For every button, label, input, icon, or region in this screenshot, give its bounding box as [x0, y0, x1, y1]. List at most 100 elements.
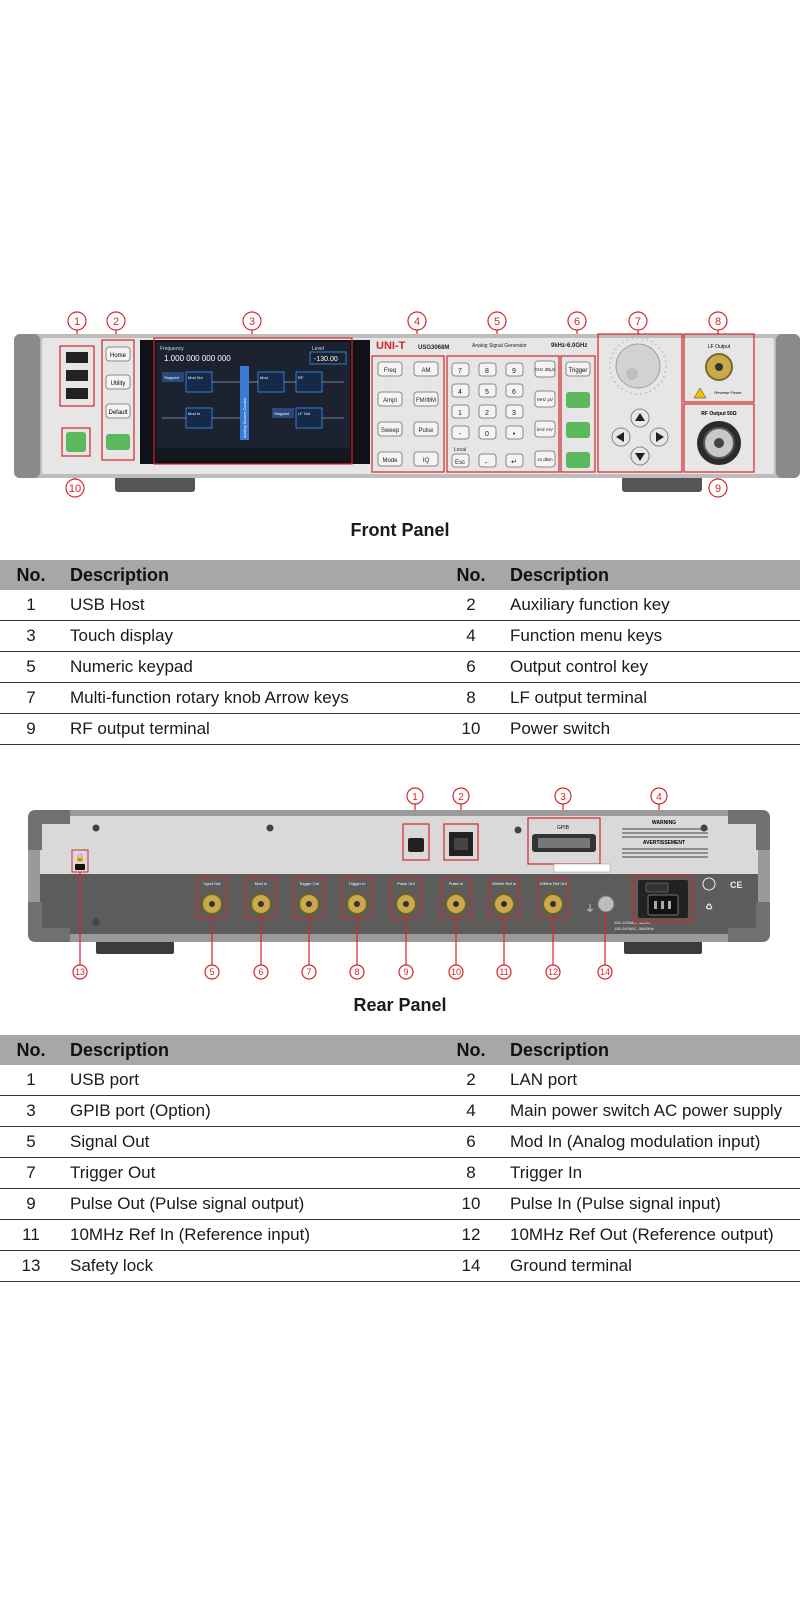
backspace-key[interactable]	[478, 453, 497, 468]
rear-upper-plate	[40, 816, 758, 874]
table-header-row: No. Description No. Description	[0, 560, 800, 590]
cell-description: Touch display	[62, 620, 440, 652]
screen-vertical-bar	[240, 366, 249, 440]
trigger-key[interactable]	[565, 361, 591, 377]
key-minus[interactable]	[451, 425, 470, 440]
unit-key-khz[interactable]	[534, 420, 556, 438]
rear-callout-5: 5	[209, 967, 214, 977]
arrow-up-icon	[635, 413, 645, 421]
front-left-handle	[14, 334, 40, 478]
warning-title: WARNING	[652, 820, 676, 826]
ac-socket-pins	[654, 901, 671, 909]
main-power-switch[interactable]	[645, 882, 669, 893]
key-7[interactable]	[451, 362, 470, 377]
rear-usb-port[interactable]	[408, 838, 424, 852]
output-green-key-1[interactable]	[566, 392, 590, 408]
fm-key[interactable]	[413, 391, 439, 407]
rear-callout-4: 4	[656, 792, 662, 803]
freq-key[interactable]	[377, 361, 403, 377]
key-dot[interactable]	[505, 425, 524, 440]
gpib-label: GPIB	[557, 825, 570, 831]
rf-output-label: RF Output 50Ω	[701, 411, 736, 417]
usb-port-2[interactable]	[66, 370, 88, 381]
usb-port-3[interactable]	[66, 388, 88, 399]
enter-key[interactable]	[505, 453, 524, 468]
iq-key[interactable]	[413, 451, 439, 467]
function-keys-outline	[371, 355, 445, 473]
table-row: 5 Numeric keypad 6 Output control key	[0, 651, 800, 683]
screen-block-label-4: RF	[298, 375, 304, 380]
output-green-key-2[interactable]	[566, 422, 590, 438]
callout-5: 5	[494, 316, 500, 328]
am-key[interactable]	[413, 361, 439, 377]
cell-description: Auxiliary function key	[502, 590, 800, 621]
cell-no: 6	[440, 1126, 502, 1158]
rear-corner-bl	[28, 902, 70, 942]
header-no: No.	[440, 1035, 502, 1065]
cell-no: 9	[0, 713, 62, 745]
key-0[interactable]	[478, 425, 497, 440]
svg-text:2: 2	[485, 410, 489, 417]
front-right-handle	[776, 334, 800, 478]
pulse-key-label: Pulse	[418, 428, 434, 434]
cell-description: Multi-function rotary knob Arrow keys	[62, 682, 440, 714]
key-8[interactable]	[478, 362, 497, 377]
power-switch-outline	[61, 427, 91, 457]
callout-3: 3	[249, 316, 255, 328]
cell-no: 10	[440, 713, 502, 745]
warning-icon	[693, 387, 707, 399]
cell-description: Mod In (Analog modulation input)	[502, 1126, 800, 1158]
utility-key[interactable]	[105, 374, 131, 390]
safety-lock-slot[interactable]	[75, 864, 85, 870]
pulse-key[interactable]	[413, 421, 439, 437]
cell-no: 8	[440, 1157, 502, 1189]
ampl-key[interactable]	[377, 391, 403, 407]
aux-green-key[interactable]	[106, 434, 130, 450]
key-1[interactable]	[451, 404, 470, 419]
cell-description: RF output terminal	[62, 713, 440, 745]
cell-description: Main power switch AC power supply	[502, 1095, 800, 1127]
rear-callout-7: 7	[306, 967, 311, 977]
output-green-key-3[interactable]	[566, 452, 590, 468]
svg-text:MHz μV: MHz μV	[537, 397, 553, 402]
esc-key[interactable]	[451, 453, 470, 468]
key-4[interactable]	[451, 383, 470, 398]
unit-keys: GHz dBμV MHz μV kHz mV x1 dBm	[534, 360, 556, 468]
connector-label: 10MHz Ref In	[492, 881, 516, 886]
table-row: 11 10MHz Ref In (Reference input) 12 10M…	[0, 1219, 800, 1251]
cell-description: Ground terminal	[502, 1250, 800, 1282]
default-key[interactable]	[105, 403, 131, 419]
rear-callout-11: 11	[499, 967, 508, 977]
ground-terminal[interactable]	[597, 895, 615, 913]
cell-description: Function menu keys	[502, 620, 800, 652]
barcode-label	[553, 863, 611, 873]
output-keys-outline	[560, 355, 596, 473]
rotary-knob[interactable]	[615, 343, 661, 389]
touch-display[interactable]	[156, 342, 350, 460]
unit-key-mhz[interactable]	[534, 390, 556, 408]
screen-block-stopped-2	[272, 408, 294, 418]
cell-description: Trigger Out	[62, 1157, 440, 1189]
key-9[interactable]	[505, 362, 524, 377]
key-5[interactable]	[478, 383, 497, 398]
sweep-key[interactable]	[377, 421, 403, 437]
usb-group-outline	[59, 345, 95, 407]
power-switch[interactable]	[66, 432, 86, 452]
avertissement-text-lines	[622, 848, 708, 858]
screen-signal-lines	[162, 381, 344, 419]
mode-key[interactable]	[377, 451, 403, 467]
iq-key-label: IQ	[423, 458, 430, 464]
key-6[interactable]	[505, 383, 524, 398]
usb-port-1[interactable]	[66, 352, 88, 363]
am-key-label: AM	[422, 368, 431, 374]
key-3[interactable]	[505, 404, 524, 419]
unit-key-ghz[interactable]	[534, 360, 556, 378]
table-row: 1 USB Host 2 Auxiliary function key	[0, 590, 800, 621]
unit-key-x1[interactable]	[534, 450, 556, 468]
rear-panel-image: 1 2 3 4 GPIB WARNING AVERTISSEMENT 🔒 V	[28, 787, 770, 980]
home-key[interactable]	[105, 346, 131, 362]
rear-corner-tl	[28, 810, 70, 850]
cell-no: 2	[440, 1065, 502, 1096]
key-2[interactable]	[478, 404, 497, 419]
fm-key-label: FM/ΦM	[416, 398, 436, 404]
